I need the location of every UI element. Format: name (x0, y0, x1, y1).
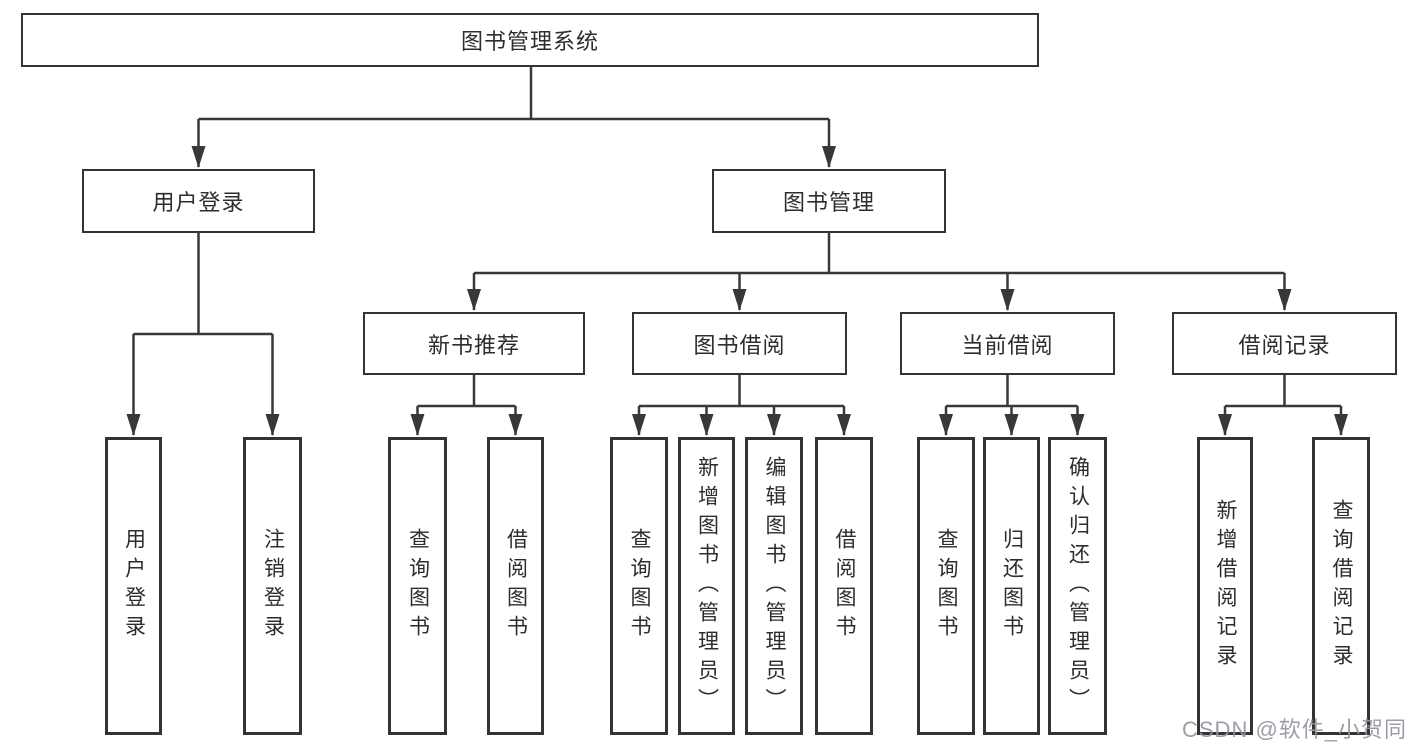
node-label: 查询图书 (406, 528, 430, 644)
node-borrow-records: 借阅记录 (1172, 312, 1397, 375)
leaf-confirm-return-admin: 确认归还（管理员） (1048, 437, 1107, 735)
node-book-management: 图书管理 (712, 169, 946, 233)
node-new-book-recommend: 新书推荐 (363, 312, 585, 375)
node-label: 用户登录 (122, 528, 146, 644)
node-label: 借阅图书 (504, 528, 528, 644)
node-label: 用户登录 (152, 190, 245, 215)
node-label: 借阅记录 (1238, 332, 1331, 358)
leaf-query-books-recommend: 查询图书 (388, 437, 447, 735)
node-label: 查询图书 (935, 528, 959, 644)
node-label: 注销登录 (261, 528, 285, 644)
node-label: 新增借阅记录 (1214, 499, 1238, 673)
node-label: 图书管理 (782, 190, 875, 215)
leaf-query-books-current: 查询图书 (917, 437, 975, 735)
leaf-add-books-admin: 新增图书（管理员） (678, 437, 735, 735)
node-library-management-system: 图书管理系统 (21, 13, 1039, 67)
node-label: 新书推荐 (427, 332, 520, 358)
node-label: 新增图书（管理员） (695, 455, 719, 717)
node-label: 图书管理系统 (460, 29, 599, 54)
node-user-login: 用户登录 (82, 169, 315, 233)
node-label: 归还图书 (1000, 528, 1024, 644)
node-label: 图书借阅 (693, 332, 786, 358)
node-label: 当前借阅 (961, 332, 1054, 358)
node-current-borrow: 当前借阅 (900, 312, 1115, 375)
leaf-borrow-books-recommend: 借阅图书 (487, 437, 544, 735)
node-label: 确认归还（管理员） (1066, 455, 1090, 717)
leaf-user-login: 用户登录 (105, 437, 162, 735)
node-label: 查询图书 (628, 528, 652, 644)
leaf-edit-books-admin: 编辑图书（管理员） (745, 437, 803, 735)
leaf-query-books-borrow: 查询图书 (610, 437, 668, 735)
leaf-borrow-books: 借阅图书 (815, 437, 873, 735)
node-label: 借阅图书 (833, 528, 857, 644)
leaf-return-books: 归还图书 (983, 437, 1040, 735)
leaf-add-borrow-record: 新增借阅记录 (1197, 437, 1253, 735)
leaf-logout: 注销登录 (243, 437, 302, 735)
node-label: 编辑图书（管理员） (763, 455, 787, 717)
node-book-borrow: 图书借阅 (632, 312, 847, 375)
csdn-watermark: CSDN @软件_小贺同学 (1182, 717, 1405, 742)
node-label: 查询借阅记录 (1330, 499, 1354, 673)
leaf-query-borrow-record: 查询借阅记录 (1312, 437, 1370, 735)
